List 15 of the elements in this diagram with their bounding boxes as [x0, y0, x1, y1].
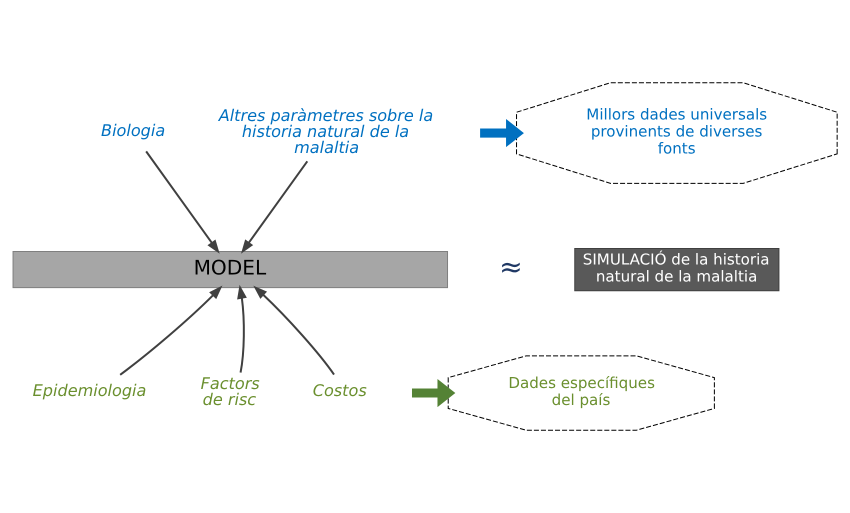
- node-box: SIMULACIÓ de la historia natural de la malaltia: [574, 248, 780, 292]
- node-text: Factors de risc: [200, 374, 260, 409]
- node-box: MODEL: [12, 250, 448, 288]
- label: ≈: [499, 250, 523, 284]
- arrow: [480, 118, 524, 148]
- arrow: [145, 150, 220, 254]
- arrow: [237, 284, 247, 373]
- node-text: Altres paràmetres sobre la historia natural de la malaltia: [218, 106, 434, 157]
- node-text: Epidemiologia: [32, 380, 146, 400]
- arrow: [253, 286, 335, 376]
- arrow: [120, 286, 222, 376]
- arrow: [240, 160, 308, 254]
- node-text: Biologia: [101, 120, 166, 140]
- arrow: [412, 378, 456, 408]
- node-text: Costos: [312, 380, 367, 400]
